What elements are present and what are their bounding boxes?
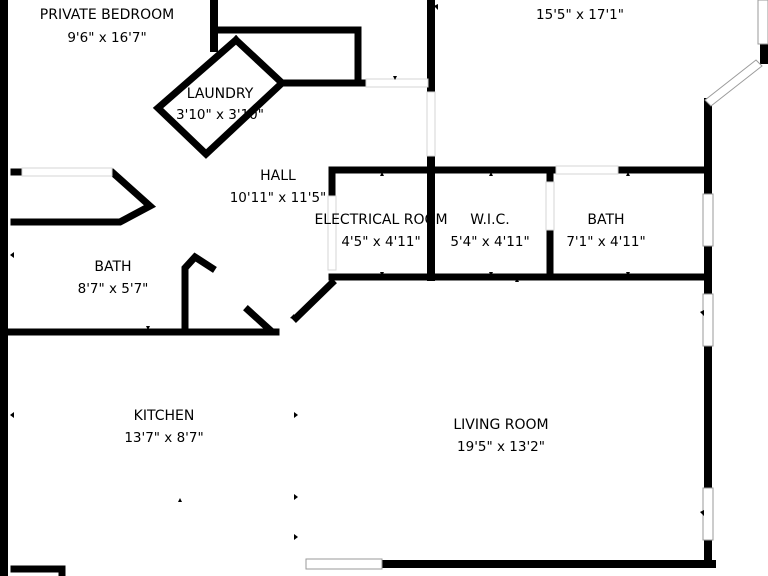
marker: [294, 412, 298, 418]
bath-left-name: BATH: [94, 259, 131, 275]
marker: [294, 534, 298, 540]
window-top-right: [757, 0, 768, 45]
marker: [434, 4, 438, 10]
window-bottom-entry: [305, 558, 383, 570]
top-right-room-dims: 15'5" x 17'1": [536, 7, 624, 23]
wall-laundry: [152, 35, 288, 159]
opening-closet-bottom: [365, 78, 429, 88]
marker: [380, 272, 384, 276]
wall-hall-closet: [10, 168, 157, 226]
marker: [700, 510, 704, 516]
wall-bath-left-diag: [243, 305, 275, 335]
wall-markers: [10, 4, 704, 540]
opening-electrical: [327, 195, 337, 271]
private-bedroom-dims: 9'6" x 16'7": [67, 30, 146, 46]
window-bath-right: [702, 193, 714, 247]
opening-hall-closet: [21, 167, 113, 177]
wall-bath-left-shower: [181, 252, 217, 336]
wall-hall-diag: [291, 278, 337, 323]
marker: [290, 314, 296, 320]
living-room-name: LIVING ROOM: [453, 417, 548, 433]
marker: [515, 278, 519, 282]
marker: [489, 272, 493, 276]
marker: [10, 412, 14, 418]
marker: [10, 252, 14, 258]
opening-bath-right: [555, 165, 619, 175]
marker: [380, 172, 384, 176]
marker: [294, 494, 298, 500]
hall-dims: 10'11" x 11'5": [230, 190, 327, 206]
bath-left-dims: 8'7" x 5'7": [78, 281, 149, 297]
marker: [626, 272, 630, 276]
marker: [700, 310, 704, 316]
window-living-upper: [702, 293, 714, 347]
marker: [626, 172, 630, 176]
wic-name: W.I.C.: [470, 212, 510, 228]
window-living-lower: [702, 487, 714, 541]
kitchen-name: KITCHEN: [134, 408, 195, 424]
hall-name: HALL: [260, 168, 296, 184]
marker: [146, 326, 150, 330]
room-labels: PRIVATE BEDROOM 9'6" x 16'7" 15'5" x 17'…: [40, 7, 646, 455]
marker: [393, 76, 397, 80]
living-room-dims: 19'5" x 13'2": [457, 439, 545, 455]
marker: [156, 104, 160, 110]
marker: [178, 498, 182, 502]
laundry-name: LAUNDRY: [187, 86, 254, 102]
opening-top-center: [426, 91, 436, 157]
kitchen-dims: 13'7" x 8'7": [124, 430, 203, 446]
wic-dims: 5'4" x 4'11": [450, 234, 529, 250]
windows-and-openings: [21, 0, 768, 570]
electrical-room-dims: 4'5" x 4'11": [341, 234, 420, 250]
marker: [489, 172, 493, 176]
bath-right-dims: 7'1" x 4'11": [566, 234, 645, 250]
window-bay-diagonal: [704, 59, 763, 107]
opening-wic: [545, 181, 555, 231]
private-bedroom-name: PRIVATE BEDROOM: [40, 7, 174, 23]
electrical-room-name: ELECTRICAL ROOM: [314, 212, 447, 228]
bath-right-name: BATH: [587, 212, 624, 228]
laundry-dims: 3'10" x 3'10": [176, 107, 264, 123]
